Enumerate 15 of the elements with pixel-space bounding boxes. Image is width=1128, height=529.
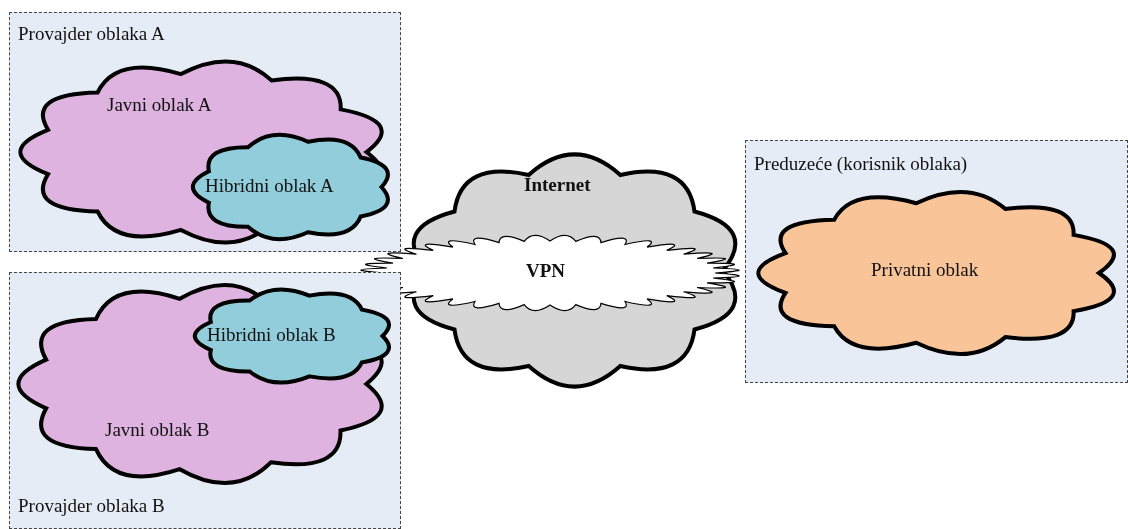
- group-title: Preduzeće (korisnik oblaka): [754, 153, 968, 175]
- cloud-label: Internet: [524, 174, 591, 196]
- cloud-label: Javni oblak B: [105, 419, 210, 441]
- cloud-label: VPN: [526, 260, 566, 282]
- group-panel: [9, 12, 401, 252]
- group-title: Provajder oblaka B: [18, 495, 165, 517]
- cloud-label: Hibridni oblak B: [207, 324, 336, 346]
- group-title: Provajder oblaka A: [18, 23, 165, 45]
- cloud-label: Javni oblak A: [107, 94, 212, 116]
- group-panel: [9, 272, 401, 529]
- cloud-label: Privatni oblak: [871, 259, 979, 281]
- cloud-shape: [358, 234, 742, 312]
- cloud-label: Hibridni oblak A: [205, 175, 334, 197]
- cloud-shape: [15, 56, 393, 248]
- group-panel: [745, 140, 1128, 383]
